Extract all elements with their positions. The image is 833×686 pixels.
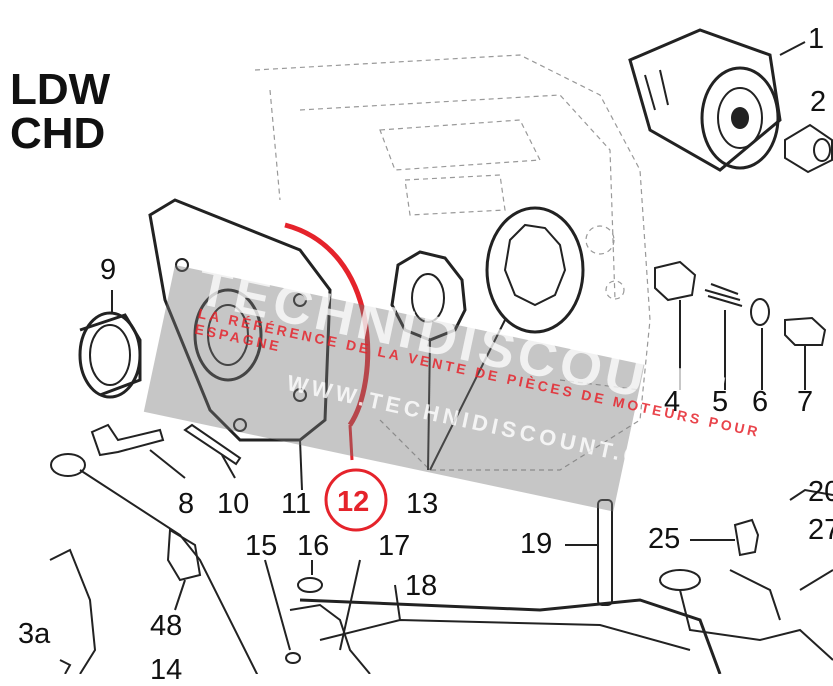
screw-part-25 (690, 518, 760, 557)
model-label-ldw: LDW (10, 65, 111, 114)
callout-7: 7 (797, 386, 814, 418)
callout-20: 20 (808, 476, 833, 508)
callout-8: 8 (178, 488, 195, 520)
nipple-part-2 (784, 123, 833, 174)
callout-25: 25 (648, 523, 681, 555)
callout-2: 2 (810, 86, 827, 118)
cover-part-11 (148, 198, 332, 491)
model-label-chd: CHD (10, 109, 106, 158)
callout-5: 5 (712, 386, 729, 418)
bushing-part-4 (654, 260, 697, 390)
callout-4: 4 (664, 386, 681, 418)
callout-12-highlighted: 12 (337, 486, 370, 518)
oil-filter-part-1 (628, 28, 806, 172)
callout-6: 6 (752, 386, 769, 418)
bracket-part-3a (49, 548, 97, 674)
stud-part-19 (565, 499, 613, 606)
engine-block-outline (254, 54, 651, 471)
callout-10: 10 (217, 488, 250, 520)
oil-pan-part-18 (299, 584, 722, 674)
pipe-part-20 (659, 488, 833, 661)
callout-17: 17 (378, 530, 411, 562)
callout-11: 11 (281, 488, 312, 520)
gasket-part-12 (284, 222, 371, 427)
callout-19: 19 (520, 528, 553, 560)
callout-27: 27 (808, 514, 833, 546)
dipstick-part-48 (50, 453, 259, 674)
screw-part-15 (264, 559, 301, 664)
gasket-leader-line (348, 424, 354, 461)
screw-part-10 (183, 423, 242, 479)
callout-16: 16 (297, 530, 330, 562)
callout-13: 13 (406, 488, 439, 520)
callout-14: 14 (150, 654, 183, 686)
spring-part-5 (704, 283, 743, 390)
callout-3a: 3a (18, 618, 51, 650)
callout-18: 18 (405, 570, 438, 602)
highlight-circle-12 (324, 468, 388, 532)
seal-ring-part-9 (78, 290, 142, 399)
plug-part-7 (784, 316, 827, 390)
callout-9: 9 (100, 254, 117, 286)
callout-48: 48 (150, 610, 183, 642)
callout-15: 15 (245, 530, 278, 562)
oil-pump-rotors-part-13 (390, 206, 585, 471)
strainer-part-17 (289, 559, 371, 674)
bolt-part-8 (90, 423, 186, 479)
washer-part-6 (750, 298, 770, 390)
washer-part-16 (297, 560, 323, 593)
callout-1: 1 (808, 23, 825, 55)
